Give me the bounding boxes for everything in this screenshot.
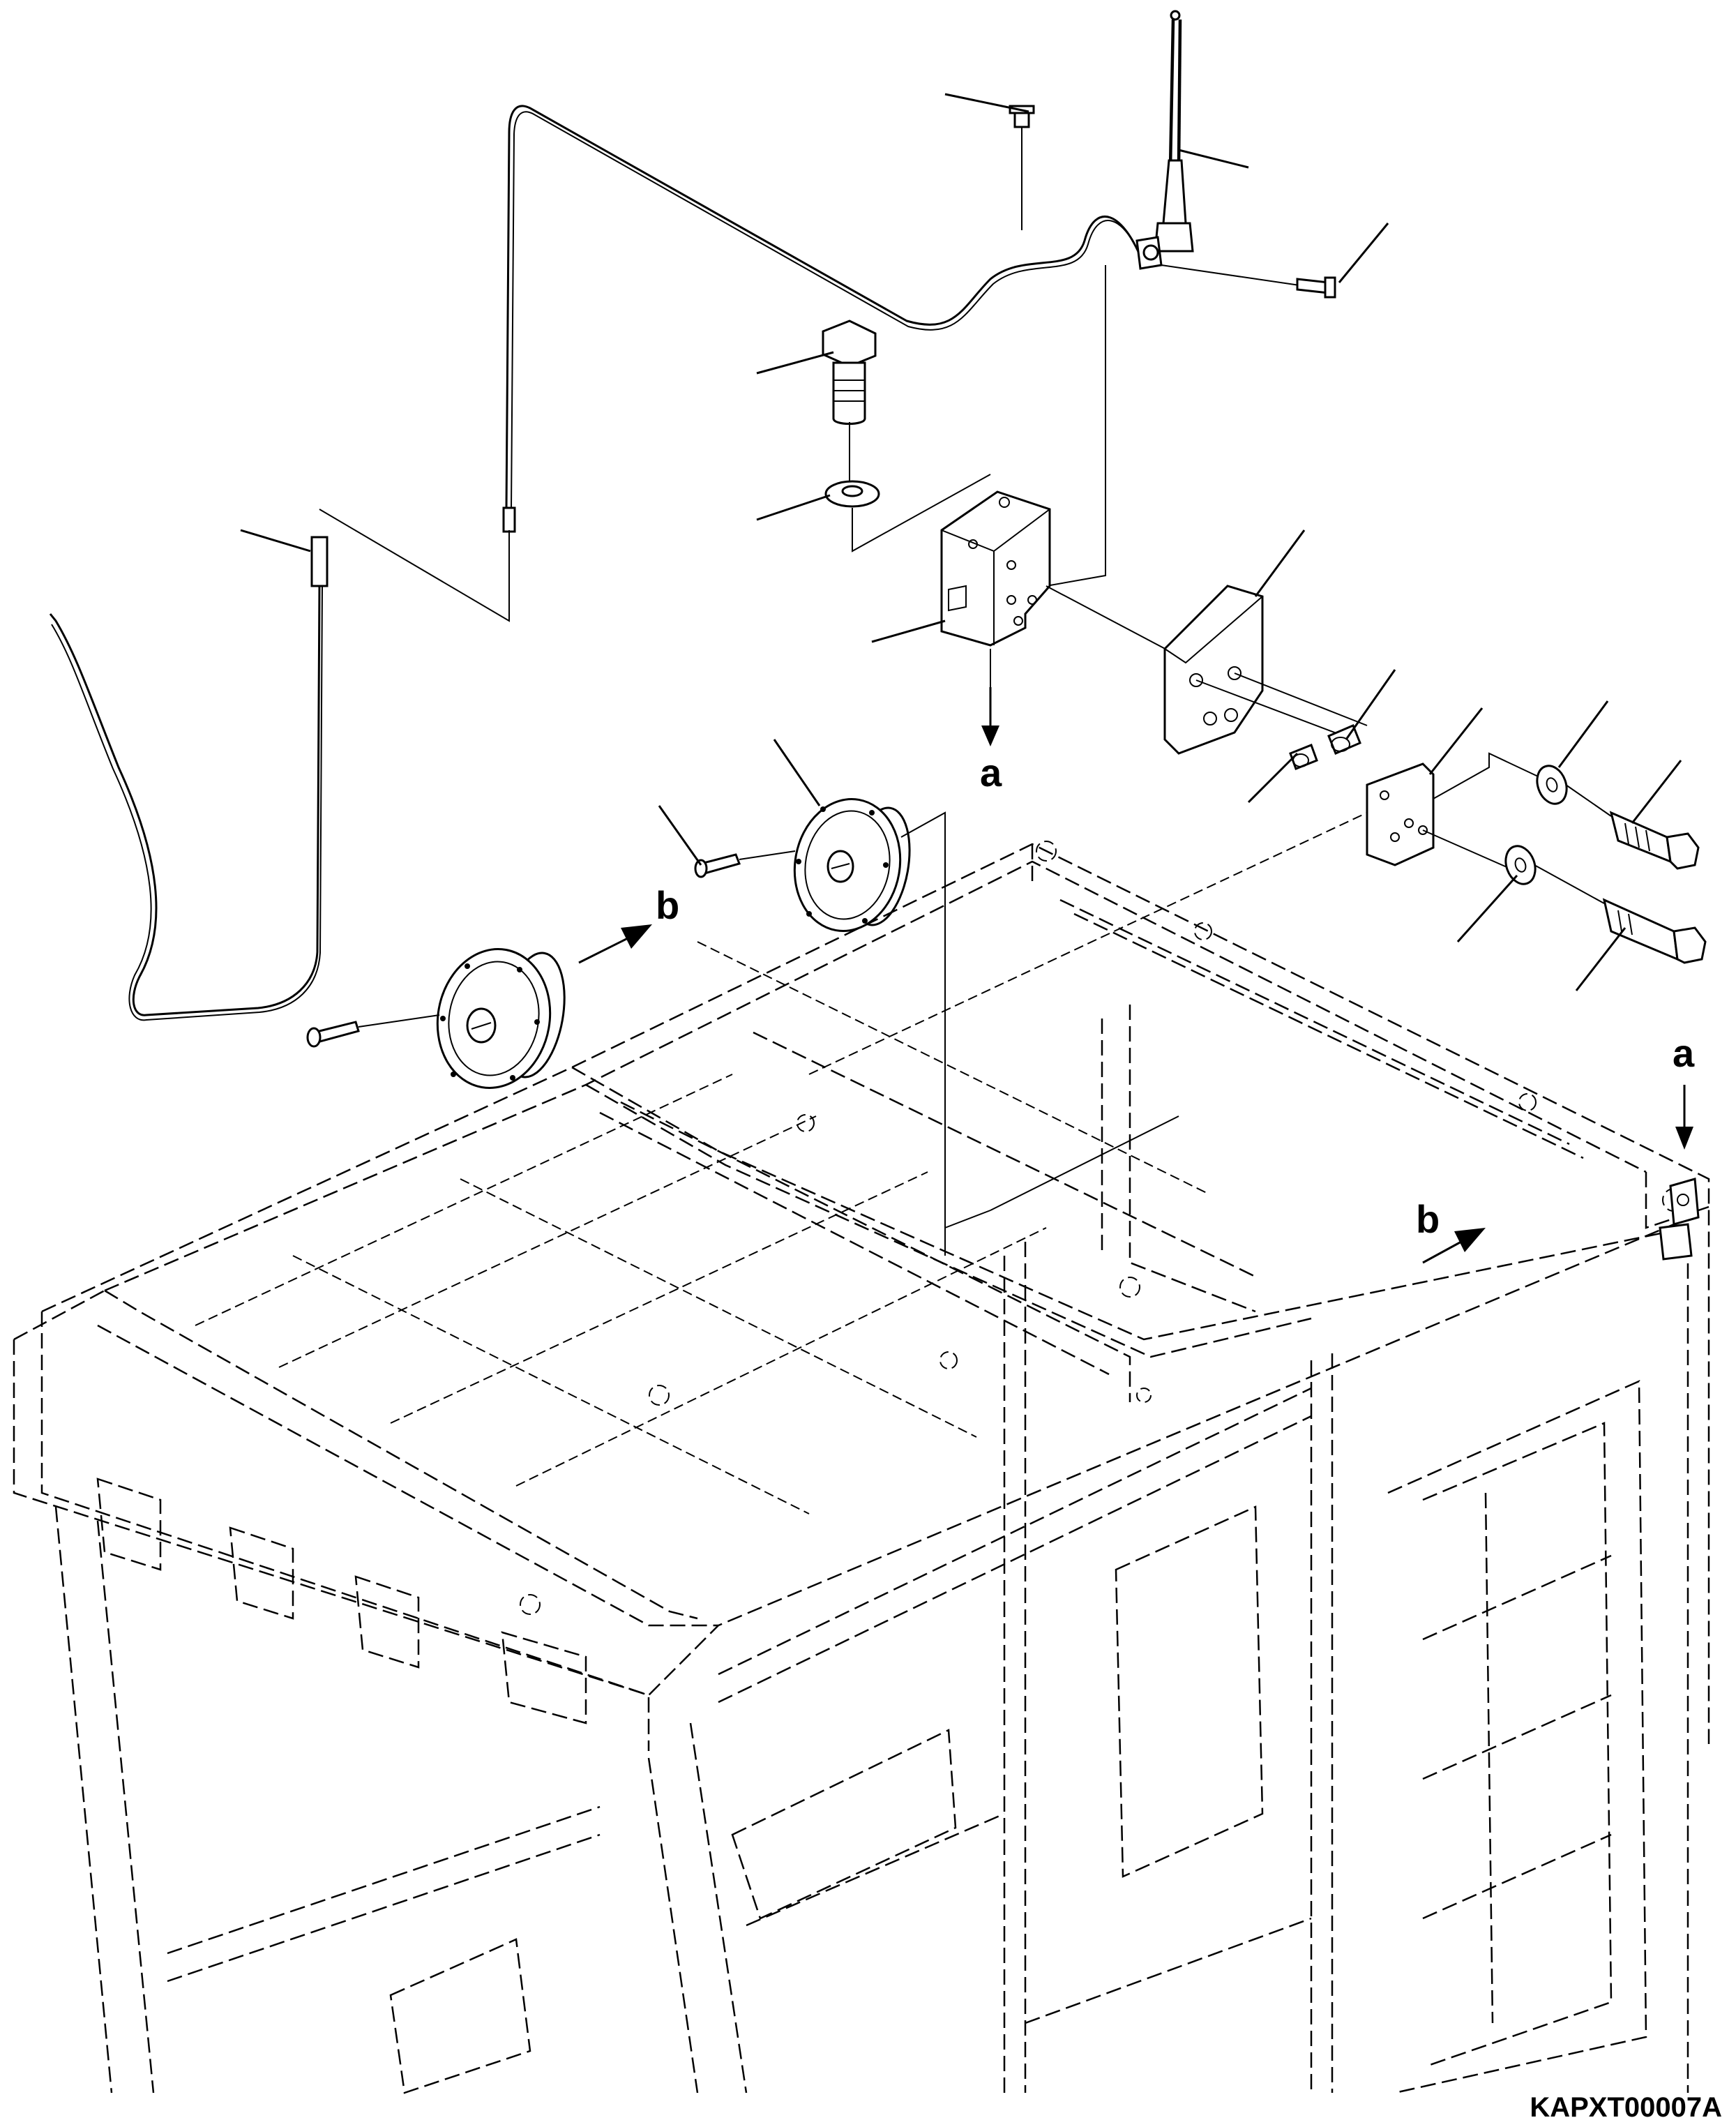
view-arrow-b-right: [1422, 1228, 1486, 1264]
drawing-code: KAPXT00007A: [1530, 2092, 1722, 2123]
view-label-a-top: a: [980, 751, 1002, 795]
callout-leaders: [240, 93, 1682, 991]
hex-bolt-top: [822, 320, 877, 481]
spacer-lower: [1289, 744, 1318, 770]
arrow-icon: [981, 726, 999, 746]
view-arrow-a-right: [1659, 1085, 1700, 1261]
antenna: [1046, 10, 1336, 587]
view-label-b-right: b: [1416, 1197, 1440, 1241]
speaker-lower: [436, 948, 566, 1089]
bracket-leader-lines: [944, 1115, 1179, 1256]
cable-clip: [1009, 105, 1035, 230]
view-arrow-b-left: [578, 924, 652, 964]
mounting-plate: [1163, 585, 1368, 755]
antenna-bracket: [940, 490, 1172, 687]
speaker-upper: [793, 798, 946, 1256]
view-label-a-right: a: [1673, 1031, 1695, 1075]
washer-right-upper: [1536, 765, 1612, 817]
washer-right-lower: [1504, 845, 1605, 904]
hex-bolt-right-lower: [1602, 898, 1707, 964]
antenna-cable: [49, 105, 1145, 1021]
view-arrow-a-top: [981, 687, 999, 746]
speaker-screw-lower: [306, 1014, 440, 1048]
washer-top: [824, 474, 991, 553]
view-label-b-left: b: [656, 883, 680, 927]
hex-bolt-right-upper: [1609, 811, 1700, 870]
arrow-icon: [1675, 1127, 1693, 1150]
arrow-icon: [1454, 1228, 1486, 1252]
cab-frame: [13, 812, 1710, 2094]
speaker-screw-upper: [694, 850, 796, 878]
arrow-icon: [621, 924, 652, 949]
spacer-upper: [1327, 724, 1361, 755]
small-plate: [1366, 752, 1549, 869]
